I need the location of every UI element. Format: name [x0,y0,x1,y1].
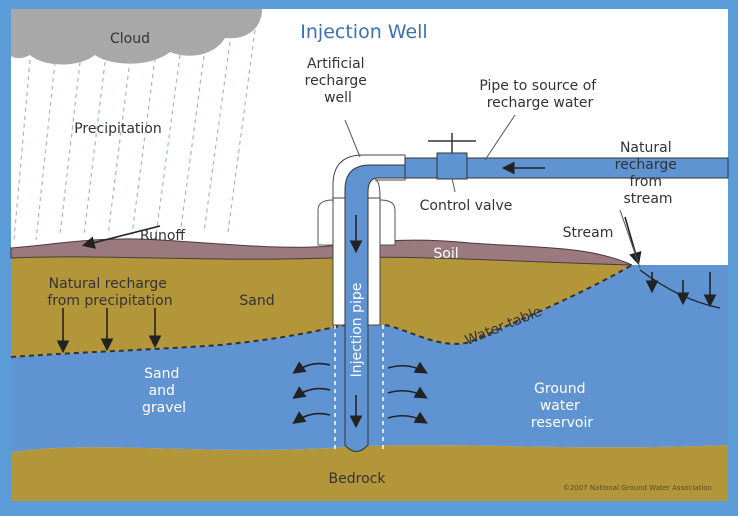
cloud-label: Cloud [110,31,150,47]
rain-lines [13,29,256,241]
injection-pipe-label: Injection pipe [349,283,365,378]
injection-pipe [344,164,729,452]
precipitation-label: Precipitation [74,121,162,137]
well-pad [317,199,396,246]
ground-water-reservoir-label: Ground water reservoir [531,381,593,431]
leader-lines [344,114,641,269]
flow-arrows [56,161,717,429]
bedrock-layer [11,445,728,501]
runoff-label: Runoff [140,228,185,244]
sand-and-gravel-label: Sand and gravel [142,366,186,416]
control-valve-label: Control valve [420,198,513,214]
diagram-title: Injection Well [300,21,427,43]
water-table-line [10,264,633,358]
stream-label: Stream [563,225,614,241]
cloud-shape [11,9,262,65]
natural-recharge-stream-label: Natural recharge from stream [615,140,682,207]
soil-layer [10,238,633,266]
bedrock-label: Bedrock [329,471,387,487]
natural-recharge-precip-label: Natural recharge from precipitation [47,276,172,309]
aquifer-water [11,265,728,452]
borehole-lines [334,325,384,452]
copyright-text: ©2007 National Ground Water Association [563,484,712,492]
sand-label: Sand [239,293,274,309]
pipe-to-source-label: Pipe to source of recharge water [479,78,600,111]
soil-label: Soil [433,246,458,262]
control-valve [428,133,476,180]
artificial-recharge-well-label: Artificial recharge well [305,56,372,106]
sand-layer [11,256,632,357]
